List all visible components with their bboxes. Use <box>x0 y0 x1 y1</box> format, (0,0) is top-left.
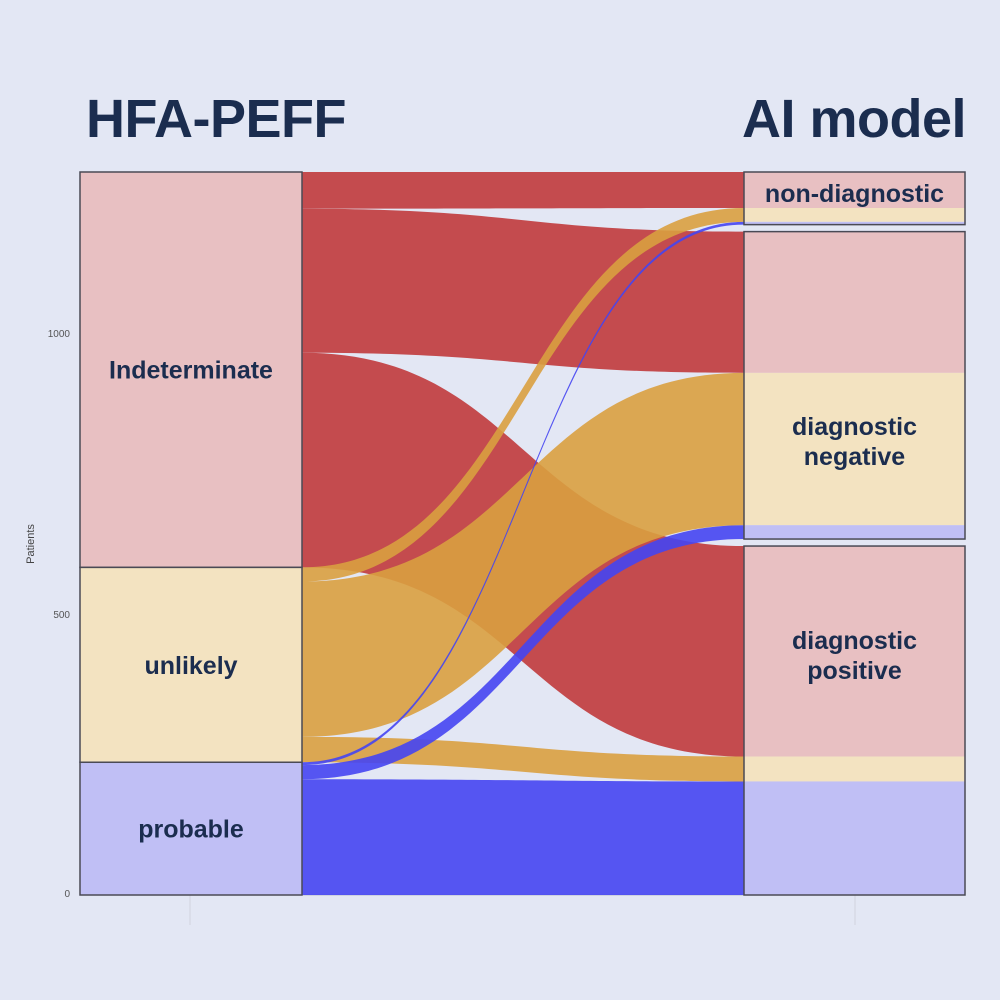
right-node-diagnostic_positive-segment-probable <box>744 781 965 895</box>
y-axis-ticks: 0 500 1000 <box>48 329 71 900</box>
left-axis-title: HFA-PEFF <box>86 89 347 149</box>
y-tick-label: 0 <box>64 889 70 900</box>
node-labels: Indeterminate unlikely probable non-diagnos… <box>109 180 944 844</box>
right-axis-title: AI model <box>741 89 967 149</box>
right-node-label-diagnostic_negative-line-2: negative <box>804 443 906 471</box>
flow-unlikely-to-diagnostic_negative <box>302 372 744 737</box>
right-node-diagnostic_negative-segment-indeterminate <box>744 231 965 373</box>
flow-probable-to-diagnostic_positive <box>302 779 744 895</box>
flow-probable-to-diagnostic_negative <box>302 525 744 780</box>
left-node-label-unlikely: unlikely <box>144 652 237 680</box>
flow-ribbons <box>302 172 744 895</box>
y-tick-label: 500 <box>53 610 70 621</box>
right-node-label-diagnostic_positive-line-2: positive <box>807 657 902 685</box>
right-node-non_diagnostic-segment-unlikely <box>744 208 965 222</box>
left-node-label-probable: probable <box>138 816 244 844</box>
left-node-indeterminate <box>79 171 303 569</box>
flow-unlikely-to-non_diagnostic <box>302 208 744 582</box>
right-node-diagnostic_positive-segment-unlikely <box>744 756 965 782</box>
right-node-label-diagnostic_negative-line-1: diagnostic <box>792 413 917 441</box>
flow-probable-to-non_diagnostic <box>302 221 744 766</box>
left-node-unlikely <box>79 566 303 764</box>
nodes <box>79 171 966 896</box>
right-node-label-non_diagnostic: non-diagnostic <box>765 180 944 208</box>
left-node-probable <box>79 761 303 896</box>
right-node-diagnostic_negative-segment-probable <box>744 525 965 540</box>
right-node-non_diagnostic-segment-probable <box>744 221 965 225</box>
right-node-diagnostic_negative-segment-unlikely <box>744 372 965 526</box>
right-node-non_diagnostic-segment-indeterminate <box>744 172 965 209</box>
right-node-diagnostic_negative <box>743 230 966 540</box>
right-node-diagnostic_positive-segment-indeterminate <box>744 546 965 757</box>
left-node-label-indeterminate: Indeterminate <box>109 357 273 385</box>
y-tick-label: 1000 <box>48 329 71 340</box>
gridlines <box>80 894 965 925</box>
flow-indeterminate-to-non_diagnostic <box>302 172 744 209</box>
right-node-non_diagnostic <box>743 171 966 226</box>
right-node-label-diagnostic_positive-line-1: diagnostic <box>792 627 917 655</box>
right-node-diagnostic_positive <box>743 545 966 896</box>
